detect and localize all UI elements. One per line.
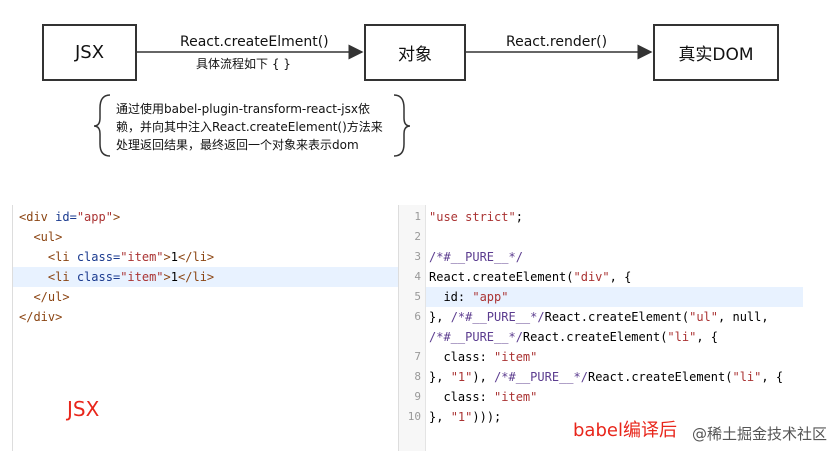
line-number: 4 — [414, 270, 421, 283]
note-line: 通过使用babel-plugin-transform-react-jsx依 — [116, 102, 370, 116]
code-line: /*#__PURE__*/ — [429, 250, 523, 264]
left-curly-brace — [93, 94, 111, 157]
code-line-highlighted: id: "app" — [426, 287, 803, 307]
render-label: React.render() — [506, 34, 608, 50]
code-line: }, "1"), /*#__PURE__*/React.createElemen… — [429, 370, 784, 384]
note-line: 赖，并向其中注入React.createElement()方法来 — [116, 120, 383, 134]
code-line: </ul> — [33, 290, 70, 304]
flow-connectors — [93, 44, 653, 157]
line-number: 9 — [414, 390, 421, 403]
code-line: <li class="item">1</li> — [47, 250, 215, 264]
code-line: </div> — [19, 310, 63, 324]
jsx-code-panel: <div id="app"> <ul> <li class="item">1</… — [12, 205, 399, 451]
brace-note: 通过使用babel-plugin-transform-react-jsx依 赖，… — [116, 100, 408, 154]
line-number: 10 — [407, 410, 421, 423]
babel-output-panel: 1 2 3 4 5 6 7 8 9 10 "use strict"; /*#__… — [399, 205, 803, 451]
code-line: "use strict"; — [429, 210, 523, 224]
line-number: 2 — [414, 230, 421, 243]
jsx-caption: JSX — [67, 397, 100, 421]
flow-sublabel: 具体流程如下 { } — [196, 57, 291, 71]
babel-caption: babel编译后 — [573, 420, 677, 441]
code-line: class: "item" — [429, 350, 538, 364]
create-element-label: React.createElment() — [180, 34, 329, 50]
right-curly-brace — [393, 94, 411, 157]
code-line: React.createElement("div", { — [429, 270, 632, 284]
note-line: 处理返回结果，最终返回一个对象来表示dom — [116, 138, 359, 152]
line-number: 6 — [414, 310, 421, 323]
code-line: <div id="app"> — [19, 210, 121, 224]
line-number-gutter: 1 2 3 4 5 6 7 8 9 10 — [399, 205, 426, 451]
line-number: 7 — [414, 350, 421, 363]
real-dom-box: 真实DOM — [653, 24, 779, 81]
jsx-box: JSX — [42, 24, 137, 81]
line-number: 3 — [414, 250, 421, 263]
code-line: class: "item" — [429, 390, 538, 404]
code-line: }, /*#__PURE__*/React.createElement("ul"… — [429, 310, 769, 324]
object-box: 对象 — [364, 24, 466, 81]
code-line-highlighted: <li class="item">1</li> — [13, 267, 398, 287]
watermark: @稀土掘金技术社区 — [692, 425, 828, 443]
line-number: 8 — [414, 370, 421, 383]
code-line: /*#__PURE__*/React.createElement("li", { — [429, 330, 719, 344]
line-number: 1 — [414, 210, 421, 223]
code-line: }, "1"))); — [429, 410, 502, 424]
code-line: <ul> — [33, 230, 63, 244]
line-number: 5 — [414, 290, 421, 303]
